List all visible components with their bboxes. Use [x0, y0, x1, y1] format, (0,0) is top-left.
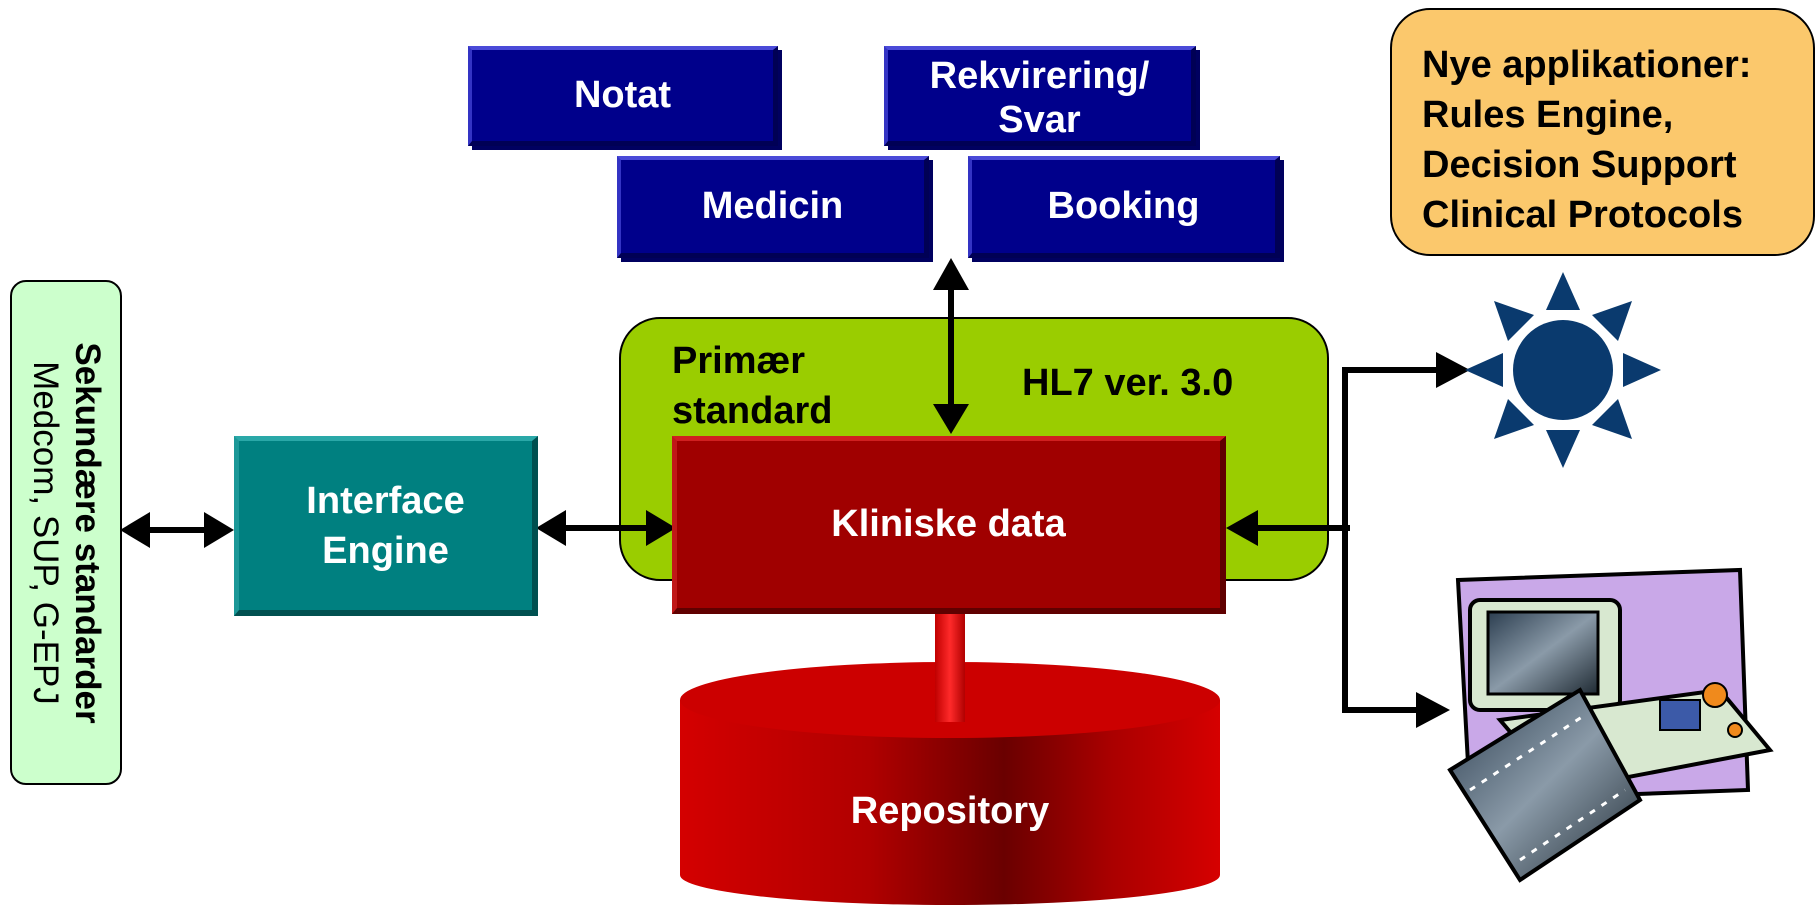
secondary-standards-subtitle: Medcom, SUP, G-EPJ: [26, 360, 65, 705]
new-applications-item: Rules Engine,: [1422, 94, 1674, 136]
secondary-standards-box: Sekundære standarder Medcom, SUP, G-EPJ: [10, 280, 122, 785]
rekvirering-box: Rekvirering/ Svar: [884, 46, 1196, 146]
clinical-data-label: Kliniske data: [831, 503, 1066, 545]
secondary-standards-title: Sekundære standarder: [68, 341, 107, 724]
medicin-label: Medicin: [701, 184, 844, 227]
arrows: [140, 290, 1440, 713]
medical-imaging-workstation-icon: [1447, 567, 1774, 883]
interface-engine-box: Interface Engine: [234, 436, 538, 616]
booking-label: Booking: [1047, 184, 1200, 227]
new-applications-item: Clinical Protocols: [1422, 194, 1743, 236]
arrowheads: [120, 258, 1470, 728]
rekvirering-label: Rekvirering/ Svar: [929, 54, 1150, 141]
interface-engine-label: Interface Engine: [306, 479, 465, 572]
new-applications-item: Decision Support: [1422, 144, 1737, 186]
clinical-data-box: Kliniske data: [672, 436, 1226, 614]
secondary-standards-text: Sekundære standarder Medcom, SUP, G-EPJ: [24, 298, 108, 768]
booking-box: Booking: [968, 156, 1280, 258]
new-applications-box: Nye applikationer: Rules Engine, Decisio…: [1390, 8, 1815, 256]
repository-label: Repository: [850, 790, 1050, 832]
hl7-version-label: HL7 ver. 3.0: [1022, 362, 1234, 404]
repository-cylinder: [680, 662, 1220, 905]
notat-box: Notat: [468, 46, 778, 146]
new-applications-title: Nye applikationer:: [1422, 44, 1752, 86]
sun-icon: [1465, 272, 1661, 468]
primary-standard-label: Primær standard: [672, 340, 833, 432]
notat-label: Notat: [573, 73, 672, 116]
repository-connector: [935, 612, 965, 722]
medicin-box: Medicin: [617, 156, 929, 258]
